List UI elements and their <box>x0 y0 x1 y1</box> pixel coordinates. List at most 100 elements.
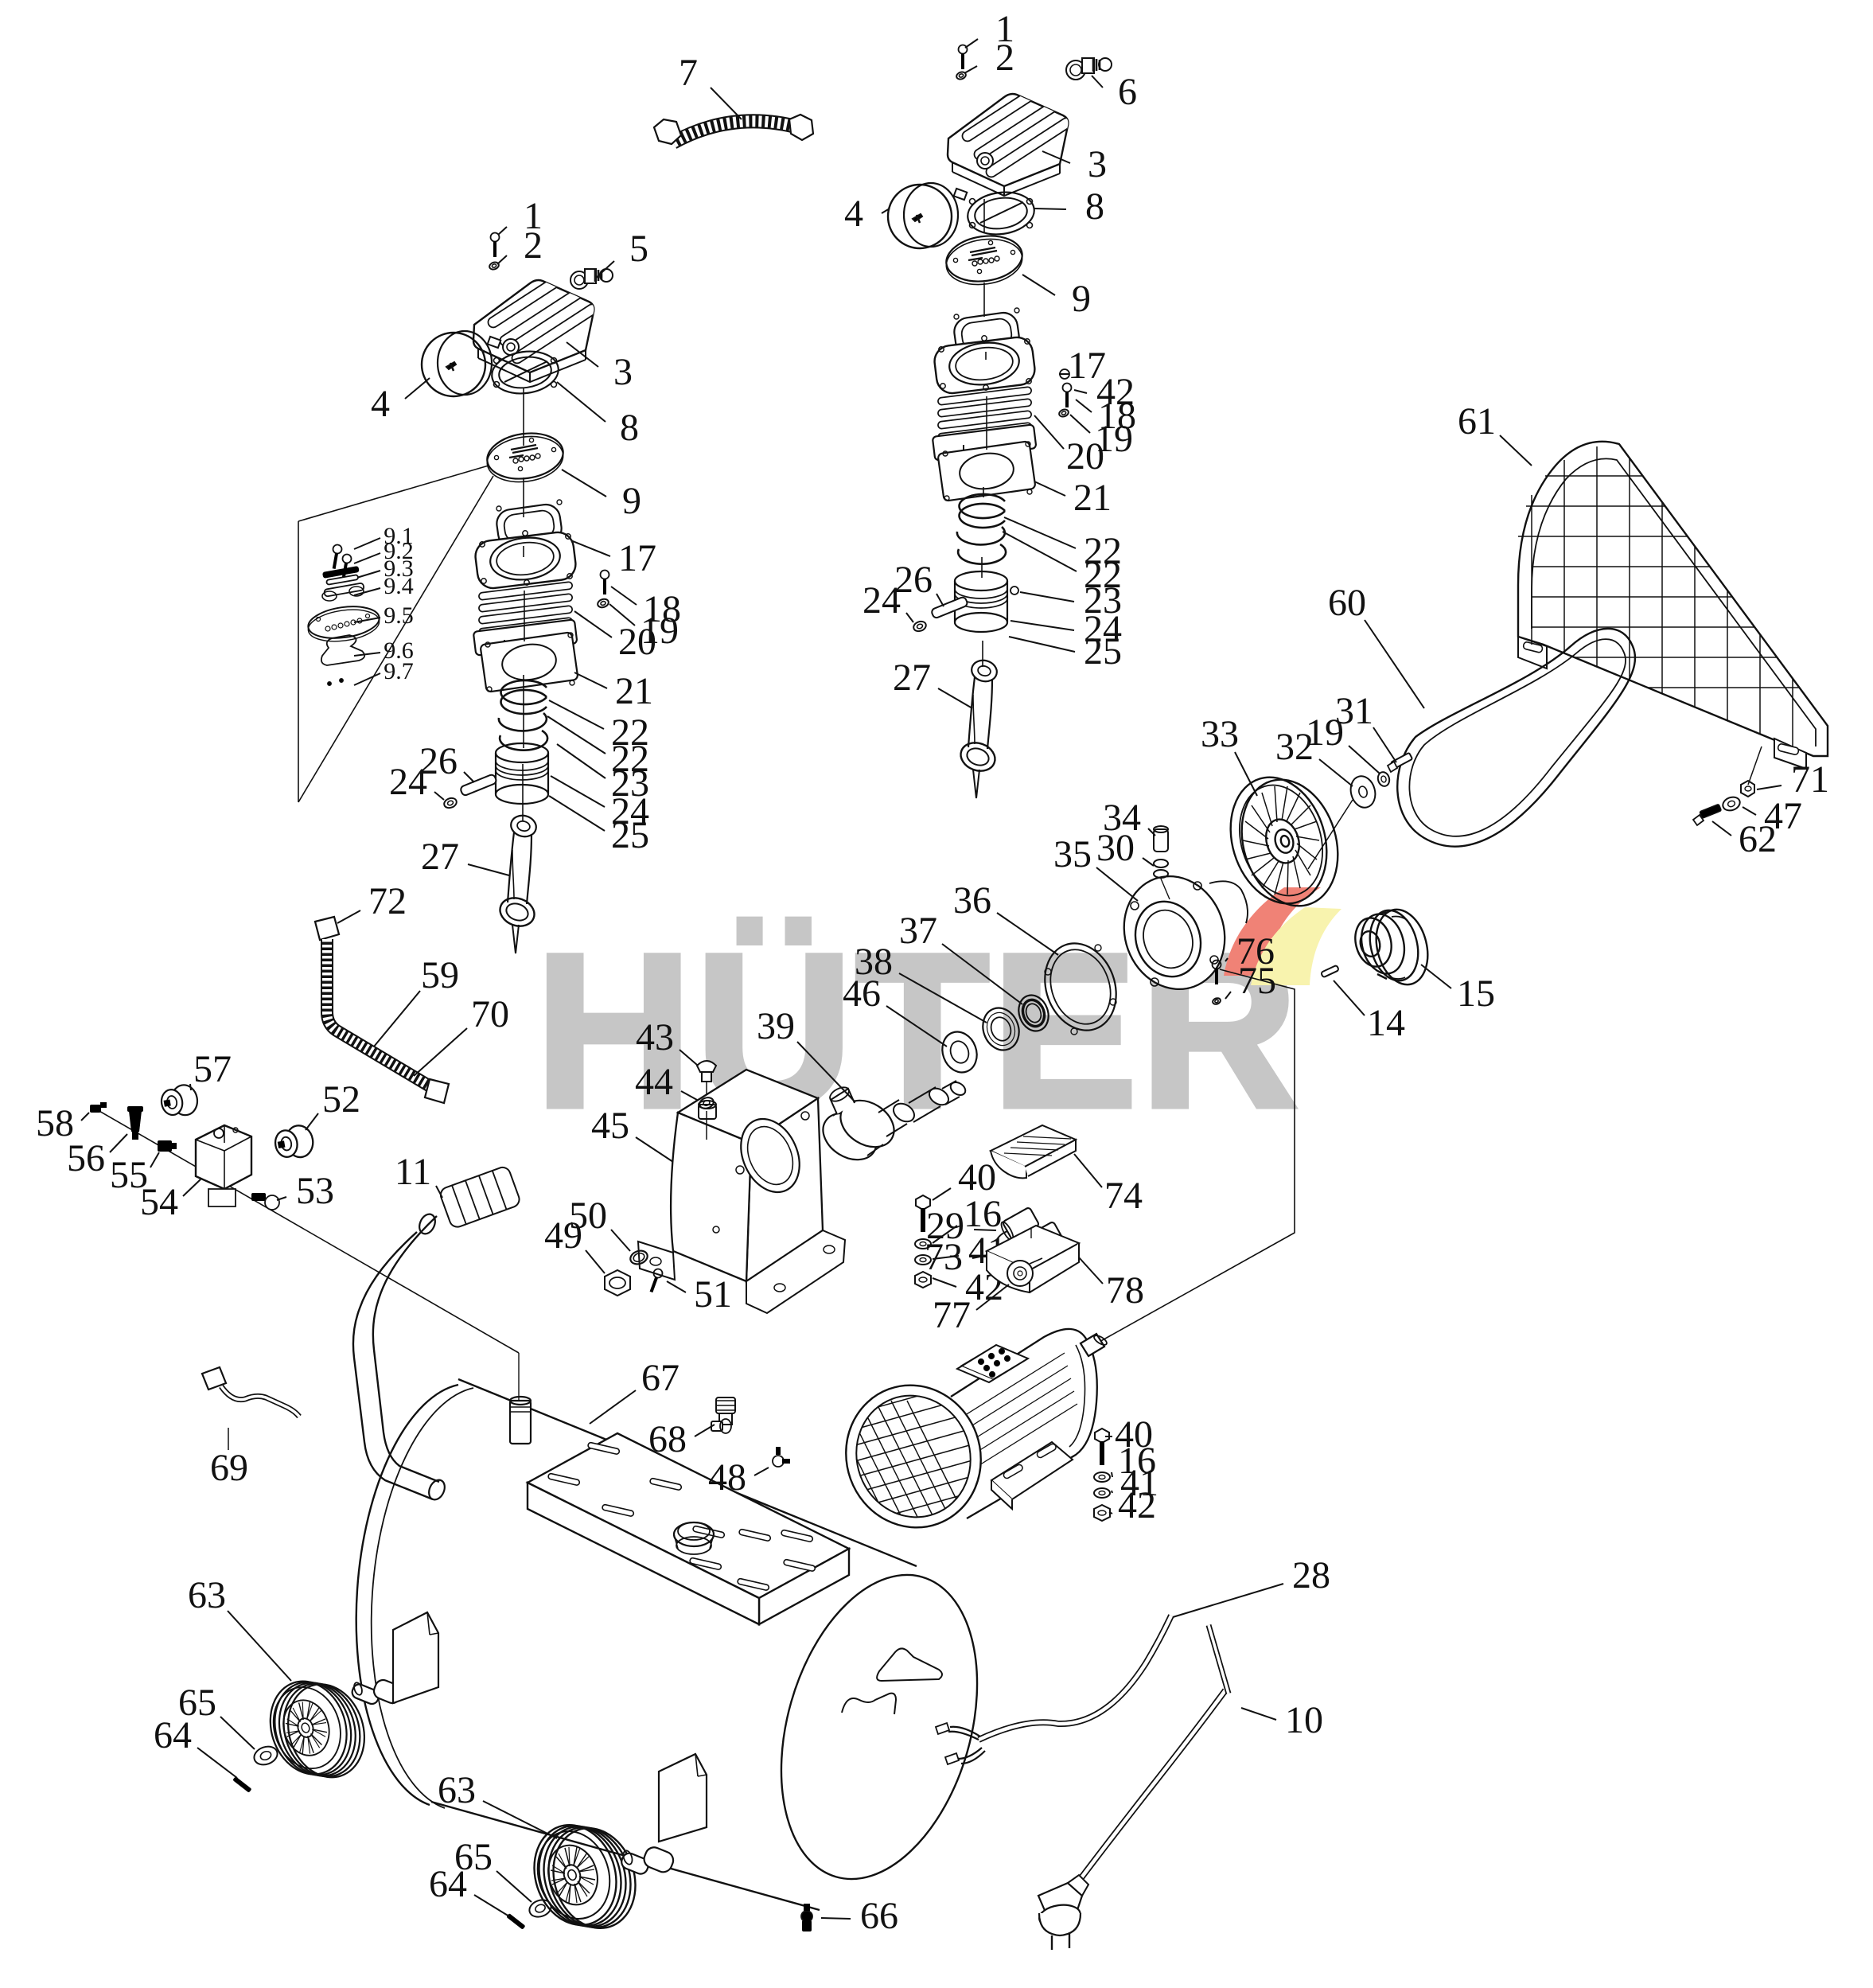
svg-text:77: 77 <box>933 1294 971 1336</box>
svg-text:8: 8 <box>1085 185 1104 228</box>
svg-text:9.2: 9.2 <box>384 538 414 564</box>
svg-text:9.1: 9.1 <box>384 523 414 549</box>
svg-text:67: 67 <box>641 1357 679 1399</box>
svg-text:78: 78 <box>1106 1269 1144 1312</box>
svg-text:7: 7 <box>679 52 698 94</box>
svg-text:63: 63 <box>188 1574 226 1616</box>
svg-text:16: 16 <box>964 1193 1002 1235</box>
svg-text:3: 3 <box>613 351 633 393</box>
svg-text:76: 76 <box>1236 930 1275 973</box>
svg-text:24: 24 <box>863 579 901 622</box>
svg-text:27: 27 <box>421 836 459 878</box>
svg-text:60: 60 <box>1328 582 1366 624</box>
svg-text:43: 43 <box>636 1016 674 1058</box>
svg-text:3: 3 <box>1088 143 1107 185</box>
svg-text:9: 9 <box>622 480 641 522</box>
svg-text:49: 49 <box>544 1214 582 1257</box>
svg-text:15: 15 <box>1457 973 1495 1015</box>
svg-text:1: 1 <box>524 195 543 237</box>
svg-text:42: 42 <box>1118 1484 1156 1526</box>
svg-text:24: 24 <box>1084 608 1122 650</box>
svg-text:4: 4 <box>844 193 863 235</box>
svg-text:57: 57 <box>193 1048 232 1090</box>
svg-text:68: 68 <box>648 1418 687 1460</box>
svg-text:2: 2 <box>995 37 1014 79</box>
svg-text:26: 26 <box>894 559 933 601</box>
svg-text:22: 22 <box>1084 554 1122 596</box>
svg-text:65: 65 <box>454 1836 493 1878</box>
svg-text:58: 58 <box>36 1102 74 1144</box>
svg-text:38: 38 <box>855 941 893 983</box>
svg-text:19: 19 <box>1306 711 1344 754</box>
svg-text:22: 22 <box>611 738 649 780</box>
svg-text:46: 46 <box>843 973 881 1015</box>
svg-text:34: 34 <box>1103 797 1141 839</box>
svg-text:9.5: 9.5 <box>384 602 414 629</box>
svg-text:47: 47 <box>1764 795 1802 837</box>
svg-text:16: 16 <box>1118 1440 1156 1482</box>
svg-text:28: 28 <box>1292 1554 1330 1596</box>
svg-text:19: 19 <box>641 610 679 652</box>
svg-text:2: 2 <box>524 224 543 267</box>
svg-text:9.3: 9.3 <box>384 555 414 582</box>
svg-text:75: 75 <box>1238 960 1276 1002</box>
svg-text:54: 54 <box>140 1181 178 1223</box>
svg-text:23: 23 <box>611 762 649 805</box>
svg-text:17: 17 <box>1068 345 1106 387</box>
svg-text:37: 37 <box>899 910 937 952</box>
svg-text:44: 44 <box>635 1061 673 1103</box>
svg-text:36: 36 <box>953 879 991 922</box>
svg-text:27: 27 <box>893 657 931 699</box>
svg-text:40: 40 <box>1115 1413 1153 1456</box>
svg-text:40: 40 <box>958 1156 996 1199</box>
svg-text:29: 29 <box>926 1205 964 1247</box>
svg-text:33: 33 <box>1201 713 1239 755</box>
svg-text:17: 17 <box>618 537 656 579</box>
svg-text:65: 65 <box>178 1682 216 1724</box>
svg-text:21: 21 <box>1073 477 1112 519</box>
svg-text:26: 26 <box>419 740 458 782</box>
svg-text:35: 35 <box>1053 833 1092 875</box>
svg-text:74: 74 <box>1104 1175 1143 1217</box>
svg-text:69: 69 <box>210 1447 248 1489</box>
svg-text:23: 23 <box>1084 579 1122 622</box>
svg-text:5: 5 <box>629 228 648 270</box>
svg-text:50: 50 <box>569 1195 607 1237</box>
svg-text:25: 25 <box>1084 630 1122 672</box>
svg-text:59: 59 <box>421 954 459 996</box>
svg-text:20: 20 <box>618 621 656 663</box>
svg-text:52: 52 <box>322 1078 360 1121</box>
svg-text:53: 53 <box>296 1170 334 1212</box>
svg-text:73: 73 <box>925 1236 963 1278</box>
svg-text:66: 66 <box>860 1895 898 1937</box>
svg-text:9: 9 <box>1072 278 1091 320</box>
svg-text:9.7: 9.7 <box>384 658 414 684</box>
svg-text:63: 63 <box>438 1769 476 1811</box>
svg-text:6: 6 <box>1118 71 1137 113</box>
svg-text:62: 62 <box>1739 818 1777 860</box>
svg-text:61: 61 <box>1458 400 1496 442</box>
svg-text:10: 10 <box>1285 1699 1323 1741</box>
svg-text:1: 1 <box>995 8 1014 50</box>
svg-text:11: 11 <box>395 1151 431 1193</box>
svg-text:9.4: 9.4 <box>384 573 414 599</box>
svg-text:32: 32 <box>1275 726 1314 768</box>
svg-text:72: 72 <box>368 880 407 922</box>
svg-text:19: 19 <box>1095 418 1133 460</box>
svg-text:8: 8 <box>620 407 639 449</box>
svg-text:22: 22 <box>611 711 649 754</box>
svg-text:25: 25 <box>611 814 649 856</box>
svg-text:64: 64 <box>154 1714 192 1756</box>
svg-text:51: 51 <box>694 1273 732 1316</box>
svg-text:24: 24 <box>611 790 649 832</box>
svg-text:70: 70 <box>471 993 509 1035</box>
svg-text:55: 55 <box>110 1154 148 1196</box>
svg-text:24: 24 <box>389 761 427 803</box>
svg-text:71: 71 <box>1791 758 1829 801</box>
svg-text:45: 45 <box>591 1105 629 1147</box>
svg-text:42: 42 <box>1096 371 1135 413</box>
svg-text:18: 18 <box>1098 395 1136 437</box>
svg-text:48: 48 <box>708 1456 746 1499</box>
svg-text:14: 14 <box>1367 1002 1405 1044</box>
svg-text:21: 21 <box>615 670 653 712</box>
